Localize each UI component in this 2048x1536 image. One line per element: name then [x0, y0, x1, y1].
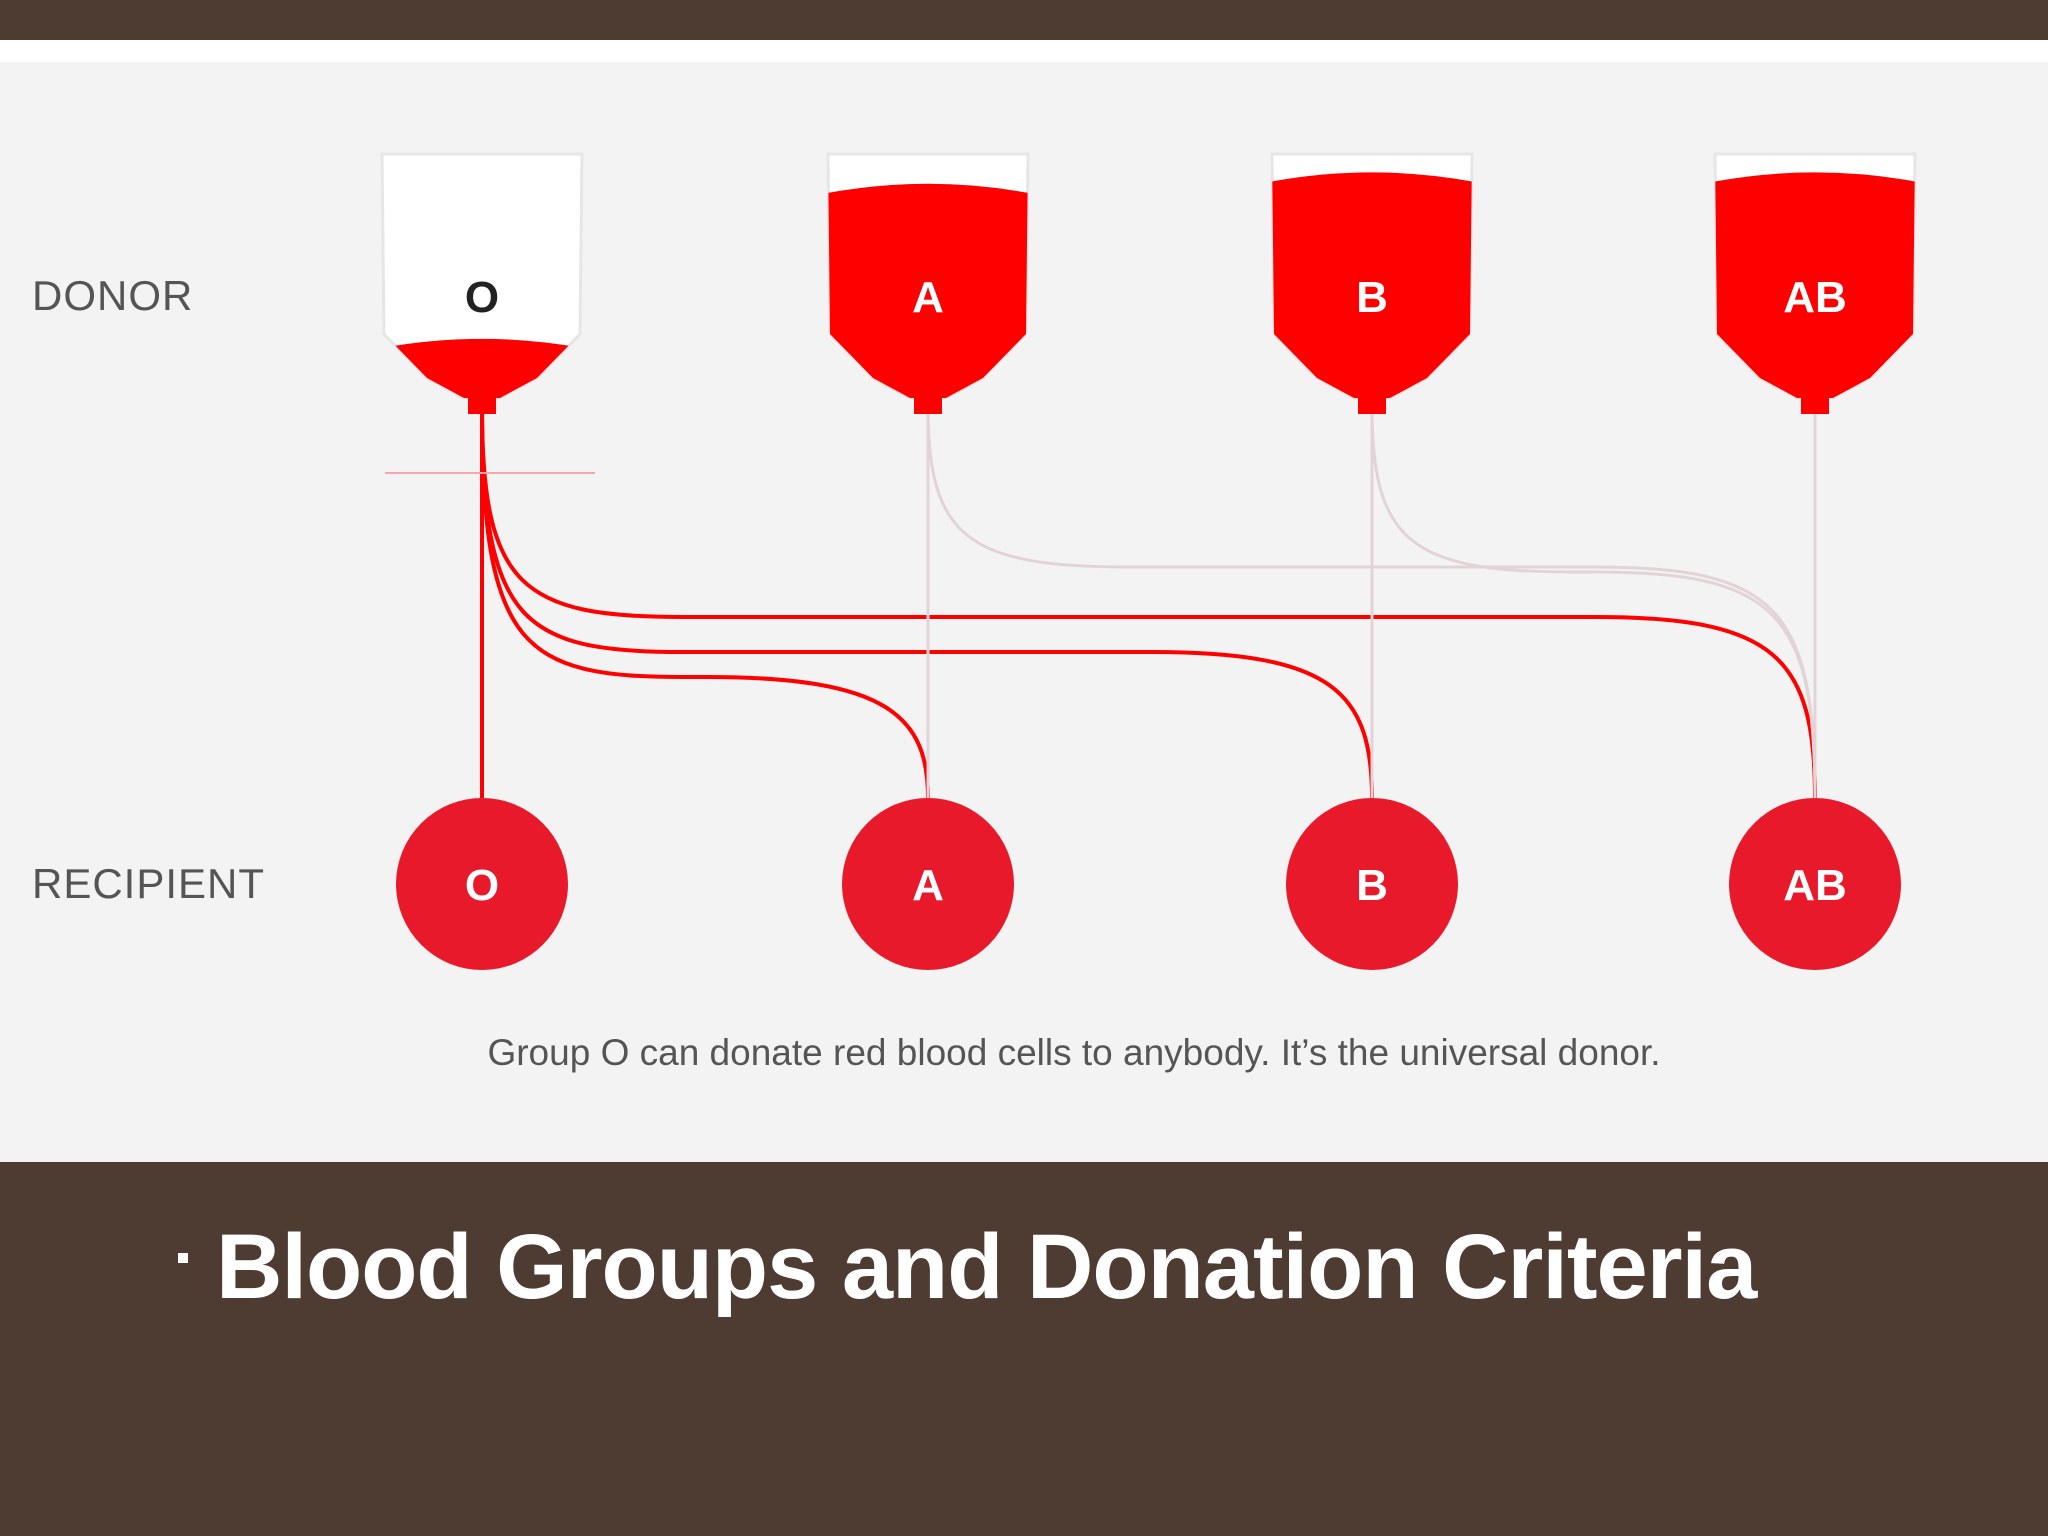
donor-bag-label-ab: AB [1783, 273, 1847, 322]
recipient-label-o: O [465, 861, 499, 910]
title-area: Blood Groups and Donation Criteria [178, 1215, 1757, 1320]
recipient-disc-ab [1729, 798, 1901, 970]
compat-line-b-to-ab [1370, 407, 1817, 799]
diagram-caption: Group O can donate red blood cells to an… [487, 1032, 1661, 1073]
recipient-disc-b [1286, 798, 1458, 970]
donor-bag-label-o: O [465, 273, 499, 322]
bag-fill-a [828, 183, 1028, 398]
bag-connector-a [914, 394, 942, 414]
donor-bag-label-a: A [912, 273, 944, 322]
bag-fill-ab [1715, 172, 1915, 398]
bag-connector-b [1358, 394, 1386, 414]
slide-title: Blood Groups and Donation Criteria [216, 1216, 1757, 1318]
donor-bag-ab: AB [1713, 152, 1917, 414]
donor-bag-label-b: B [1356, 273, 1388, 322]
compat-line-o-to-a [480, 407, 930, 799]
top-band [0, 0, 2048, 40]
connection-lines [385, 407, 1817, 799]
recipient-circle-b: B [1286, 798, 1458, 970]
recipient-label-ab: AB [1783, 861, 1847, 910]
recipient-disc-o [396, 798, 568, 970]
recipient-circle-o: O [396, 798, 568, 970]
compat-line-o-to-b [480, 407, 1374, 799]
donor-bag-b: B [1270, 152, 1474, 414]
bag-fill-b [1272, 172, 1472, 398]
bag-connector-o [468, 394, 496, 414]
recipient-label-a: A [912, 861, 944, 910]
white-strip [0, 40, 2048, 62]
recipient-row-label: RECIPIENT [32, 860, 266, 907]
donor-row-label: DONOR [32, 272, 194, 319]
donor-bag-a: A [826, 152, 1030, 414]
recipient-label-b: B [1356, 861, 1388, 910]
recipient-circle-a: A [842, 798, 1014, 970]
compat-line-o-to-ab [480, 407, 1817, 799]
recipient-disc-a [842, 798, 1014, 970]
bullet-mark [178, 1252, 188, 1263]
recipient-circle-ab: AB [1729, 798, 1901, 970]
donor-bag-o: O [380, 152, 584, 414]
bag-connector-ab [1801, 394, 1829, 414]
